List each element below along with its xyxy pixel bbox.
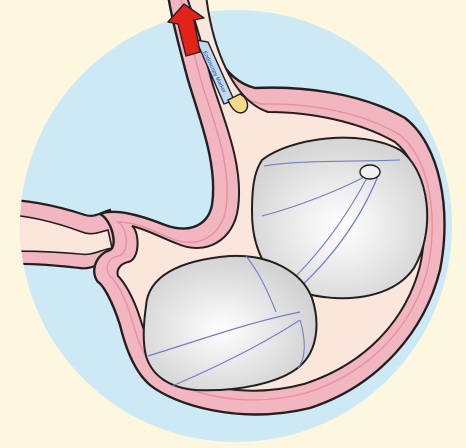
lower-balloon-shell <box>144 256 317 390</box>
upper-balloon-valve <box>360 165 380 179</box>
lower-balloon <box>144 256 317 390</box>
